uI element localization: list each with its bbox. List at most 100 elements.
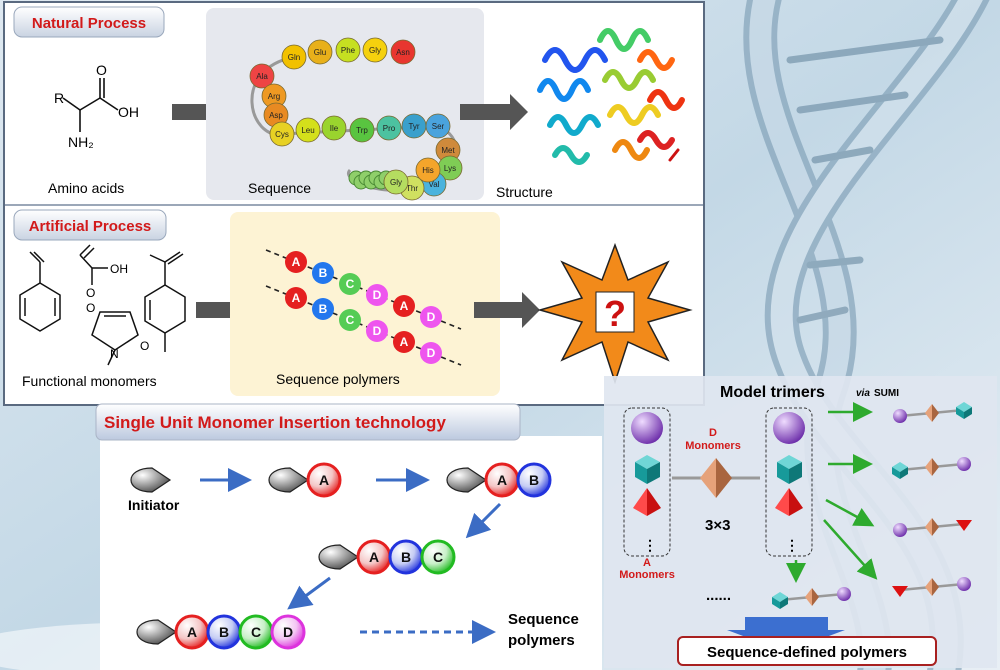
acrylic-acid-structure	[79, 244, 108, 285]
initiator-label: Initiator	[128, 497, 180, 513]
sequence-label: Sequence	[248, 180, 311, 196]
purple-sphere-icon	[893, 523, 907, 537]
monomer-unit-label: B	[401, 549, 411, 565]
tan-octahedron-icon	[805, 588, 819, 606]
sequence-polymers-box	[230, 212, 500, 396]
purple-sphere-icon	[773, 412, 805, 444]
more-trimers-dots: ......	[706, 587, 731, 604]
residue-label: Gln	[288, 53, 300, 62]
chain-bead-label: A	[400, 335, 409, 349]
artificial-process-section: Artificial Process OH O	[13, 209, 693, 396]
chain-bead: B	[312, 298, 334, 320]
chain-bead: A	[393, 295, 415, 317]
initiator-icon	[446, 467, 488, 493]
residue-bead: Asn	[390, 39, 416, 65]
trimer-product	[892, 457, 971, 479]
red-pyramid-icon	[775, 488, 803, 516]
residue-bead: His	[415, 157, 441, 183]
sequence-polymers-label: Sequence polymers	[276, 371, 400, 387]
sequence-polymers-result-2: polymers	[508, 632, 575, 649]
maleimide-o-top: O	[86, 301, 95, 315]
a-monomers-label-2: Monomers	[619, 569, 675, 581]
acrylic-oh-label: OH	[110, 262, 128, 276]
trimer-products	[772, 402, 972, 609]
monomer-unit: A	[306, 462, 342, 498]
monomer-unit: B	[206, 614, 242, 650]
a-monomers-dots: ⋮	[643, 537, 657, 553]
functional-monomers-label: Functional monomers	[22, 373, 157, 389]
chain-bead-label: C	[346, 313, 355, 327]
residue-label: Met	[441, 146, 455, 155]
monomer-unit: C	[238, 614, 274, 650]
residue-label: Glu	[314, 48, 326, 57]
residue-label: Gly	[369, 46, 381, 55]
residue-bead: Ile	[321, 115, 347, 141]
residue-label: Leu	[301, 126, 314, 135]
monomer-unit-label: B	[219, 624, 229, 640]
monomer-unit-label: A	[497, 472, 507, 488]
tan-octahedron-icon	[700, 458, 732, 498]
tan-octahedron-icon	[925, 578, 939, 596]
chem-o-label: O	[96, 62, 107, 78]
residue-bead: Ser	[425, 113, 451, 139]
monomer-unit: A	[484, 462, 520, 498]
chain-bead-label: D	[373, 288, 382, 302]
sumi-panel: Single Unit Monomer Insertion technology…	[95, 403, 602, 670]
b-monomers-box	[765, 407, 813, 557]
residue-label: Asp	[269, 111, 283, 120]
monomer-unit-label: B	[529, 472, 539, 488]
chain-bead: A	[285, 251, 307, 273]
natural-process-section: Natural Process R O OH NH₂ Amino acids G…	[13, 6, 685, 201]
tan-octahedron-icon	[925, 518, 939, 536]
chem-nh2-label: NH₂	[68, 134, 94, 150]
monomer-unit: B	[388, 539, 424, 575]
a-monomers-label-1: A	[643, 557, 651, 569]
trimer-product	[893, 518, 972, 537]
unknown-result-burst: ?	[537, 242, 693, 385]
purple-sphere-icon	[957, 577, 971, 591]
teal-cube-icon	[892, 462, 908, 479]
initiator-icon	[268, 467, 310, 493]
residue-label: Tyr	[408, 122, 419, 131]
chain-bead: D	[366, 284, 388, 306]
residue-label: Thr	[406, 184, 418, 193]
residue-label: Ser	[432, 122, 445, 131]
residue-label: Pro	[383, 124, 396, 133]
monomer-unit-label: A	[369, 549, 379, 565]
residue-bead: Trp	[349, 117, 375, 143]
monomer-unit-label: D	[283, 624, 293, 640]
natural-process-title: Natural Process	[32, 15, 146, 32]
purple-sphere-icon	[957, 457, 971, 471]
d-monomers-label-2: Monomers	[685, 440, 741, 452]
chain-bead-label: D	[427, 310, 436, 324]
residue-bead: Cys	[269, 121, 295, 147]
sumi-title: Single Unit Monomer Insertion technology	[104, 413, 446, 432]
chem-oh-label: OH	[118, 104, 139, 120]
chain-bead: D	[420, 306, 442, 328]
residue-bead: Lys	[437, 155, 463, 181]
chain-bead-label: A	[292, 255, 301, 269]
residue-label: Lys	[444, 164, 456, 173]
chain-bead: A	[285, 287, 307, 309]
model-trimers-title: Model trimers	[720, 384, 825, 401]
b-monomers-dots: ⋮	[785, 537, 799, 553]
purple-sphere-icon	[893, 409, 907, 423]
question-mark: ?	[604, 293, 626, 334]
residue-bead: Gly	[383, 169, 409, 195]
maleimide-n-label: N	[110, 347, 119, 361]
teal-cube-icon	[956, 402, 972, 419]
styrene-structure	[19, 251, 61, 332]
process-arrow	[474, 292, 540, 328]
residue-label: Trp	[356, 126, 368, 135]
chain-bead: B	[312, 262, 334, 284]
monomer-unit-label: C	[251, 624, 261, 640]
chain-bead: A	[393, 331, 415, 353]
limonene-structure	[144, 251, 186, 352]
monomer-unit-label: A	[319, 472, 329, 488]
residue-label: His	[422, 166, 434, 175]
residue-bead: Phe	[335, 37, 361, 63]
monomer-unit: C	[420, 539, 456, 575]
residue-bead: Leu	[295, 117, 321, 143]
